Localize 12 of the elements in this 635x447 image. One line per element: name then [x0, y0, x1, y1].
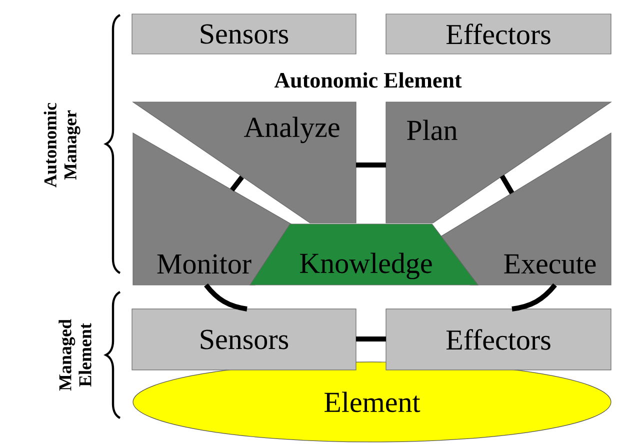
- connector: [356, 162, 386, 168]
- connector: [500, 174, 514, 194]
- component-box: Effectors: [386, 14, 612, 54]
- side-label: Managed Element: [58, 319, 92, 391]
- heading-label: Autonomic Element: [274, 72, 462, 88]
- component-box: Effectors: [386, 308, 612, 370]
- side-label: Autonomic Manager: [44, 102, 80, 188]
- connector: [356, 336, 386, 342]
- stage-panel: Plan: [386, 102, 612, 224]
- connector: [230, 175, 244, 192]
- component-box: Sensors: [132, 14, 356, 54]
- component-box: Sensors: [132, 308, 356, 370]
